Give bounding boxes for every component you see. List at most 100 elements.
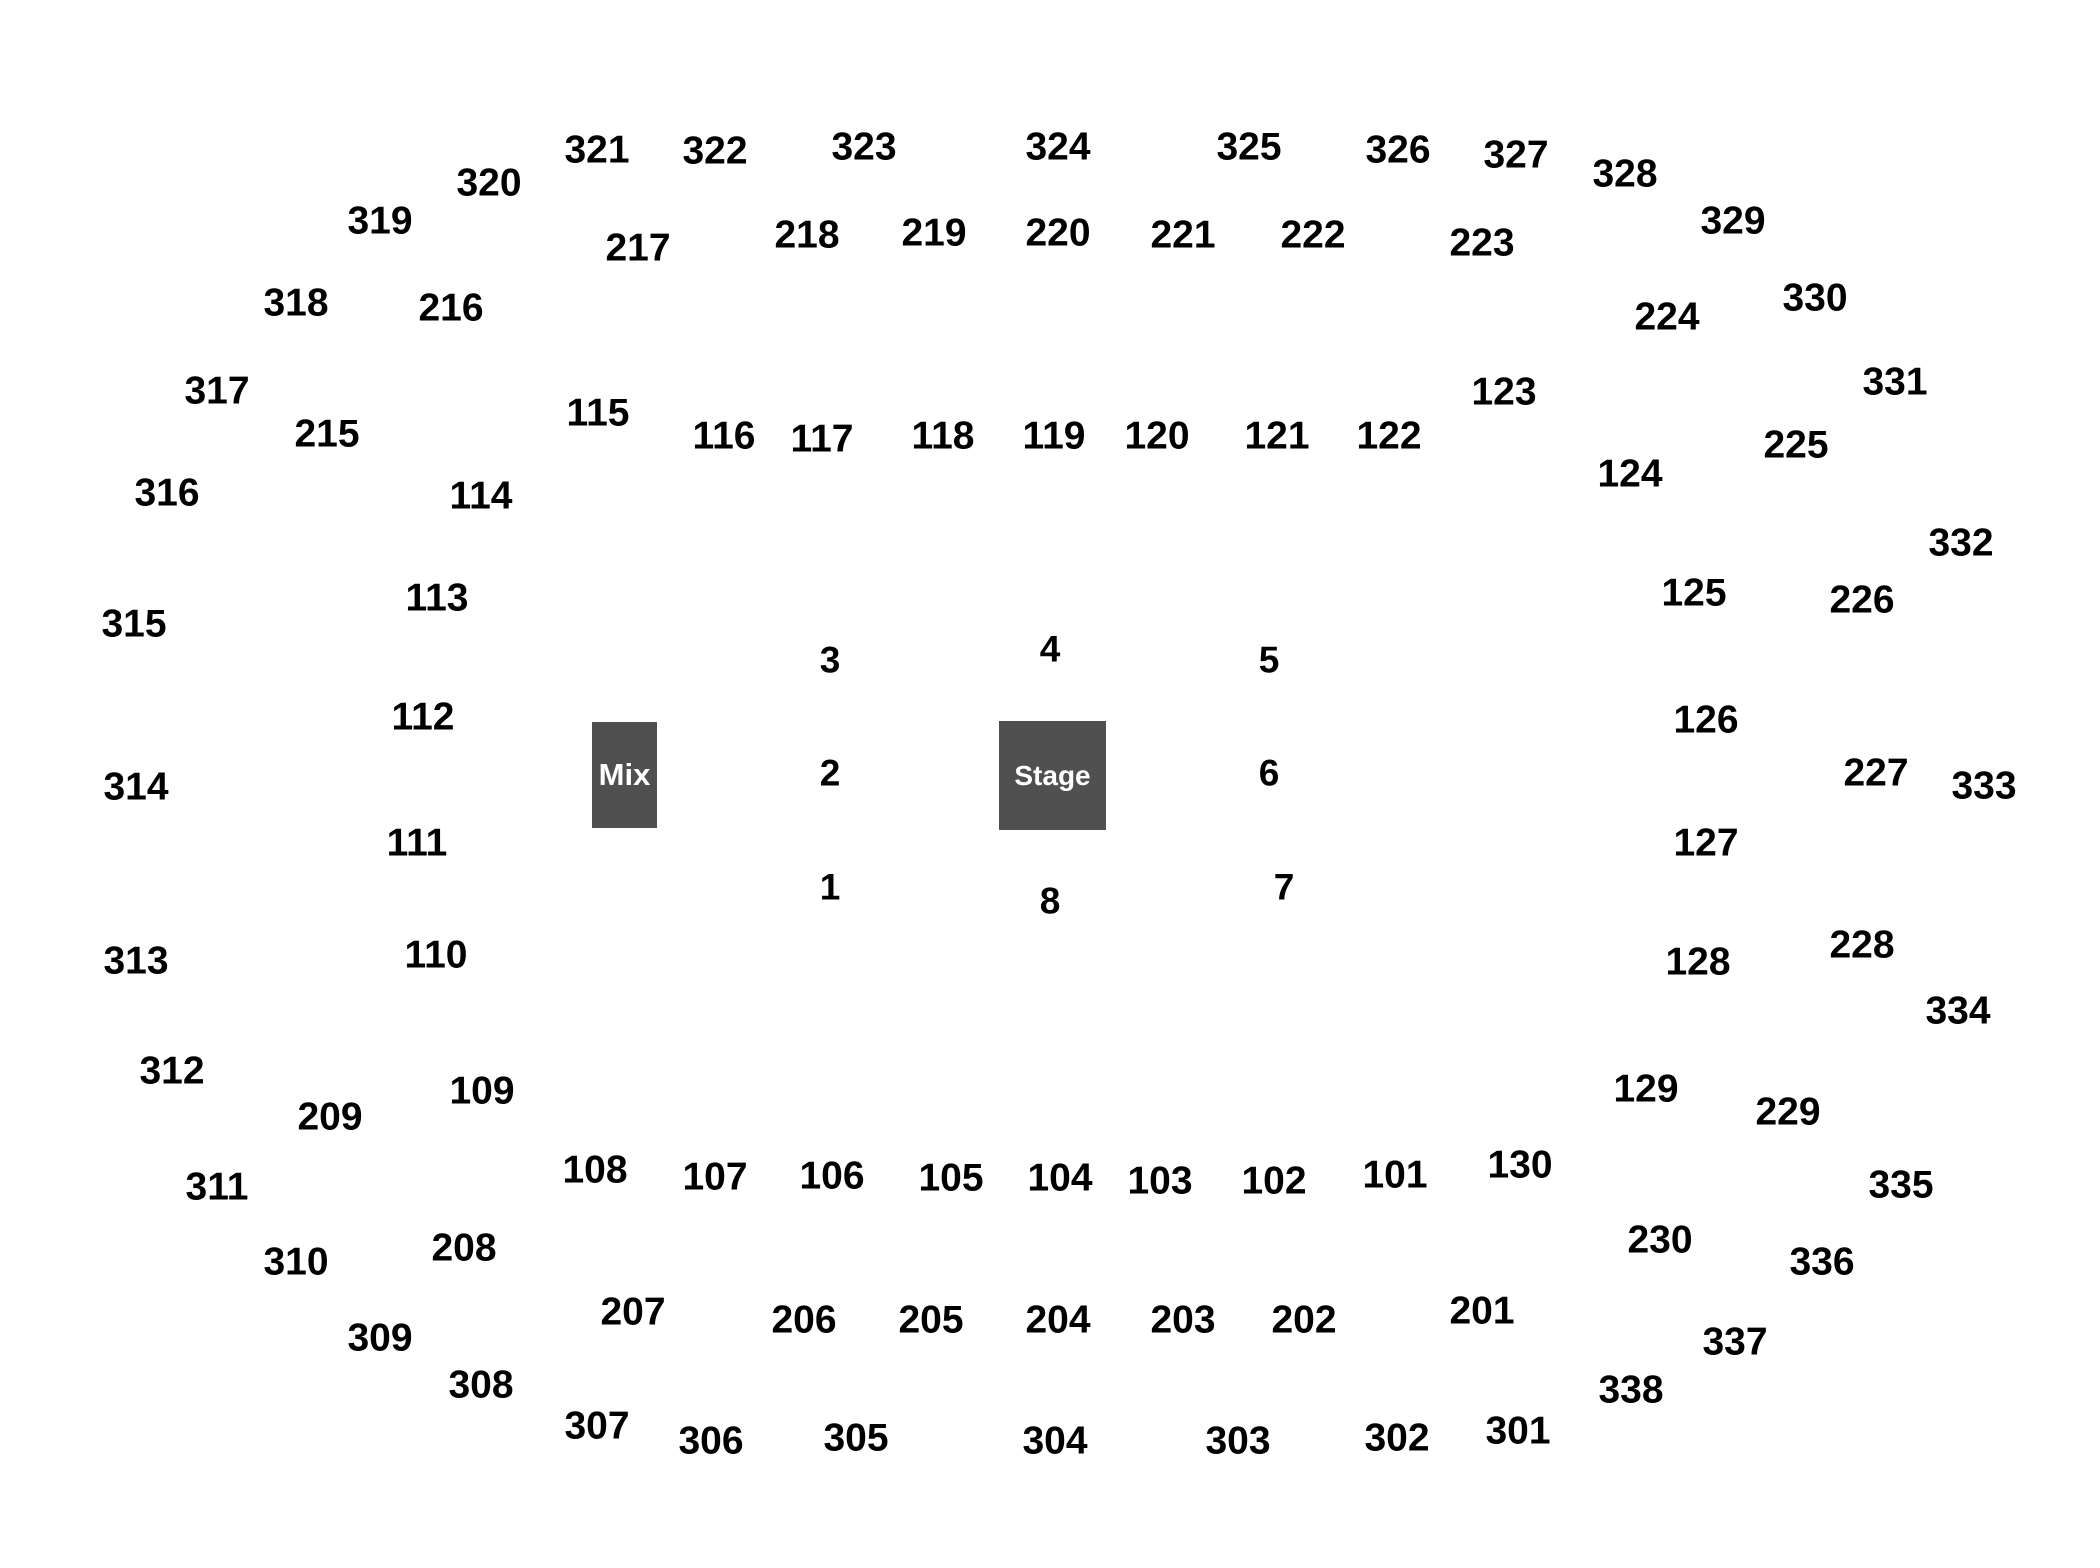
- section-1[interactable]: 1: [819, 866, 841, 908]
- section-122[interactable]: 122: [1356, 414, 1422, 458]
- section-334[interactable]: 334: [1925, 989, 1991, 1033]
- section-113[interactable]: 113: [405, 576, 469, 620]
- section-332[interactable]: 332: [1928, 521, 1994, 565]
- section-333[interactable]: 333: [1951, 764, 2017, 808]
- section-219[interactable]: 219: [901, 211, 967, 255]
- section-120[interactable]: 120: [1124, 414, 1190, 458]
- section-229[interactable]: 229: [1755, 1090, 1821, 1134]
- section-7[interactable]: 7: [1273, 866, 1295, 908]
- section-207[interactable]: 207: [600, 1290, 666, 1334]
- section-320[interactable]: 320: [456, 161, 522, 205]
- section-203[interactable]: 203: [1150, 1298, 1216, 1342]
- section-106[interactable]: 106: [799, 1154, 865, 1198]
- section-4[interactable]: 4: [1039, 628, 1061, 670]
- section-305[interactable]: 305: [823, 1416, 889, 1460]
- section-321[interactable]: 321: [564, 128, 630, 172]
- section-222[interactable]: 222: [1280, 213, 1346, 257]
- section-228[interactable]: 228: [1829, 923, 1895, 967]
- section-224[interactable]: 224: [1634, 295, 1700, 339]
- section-6[interactable]: 6: [1258, 752, 1280, 794]
- section-209[interactable]: 209: [297, 1095, 363, 1139]
- section-116[interactable]: 116: [692, 414, 756, 458]
- section-129[interactable]: 129: [1613, 1067, 1679, 1111]
- section-302[interactable]: 302: [1364, 1416, 1430, 1460]
- section-223[interactable]: 223: [1449, 221, 1515, 265]
- section-327[interactable]: 327: [1483, 133, 1549, 177]
- section-126[interactable]: 126: [1673, 698, 1739, 742]
- section-311[interactable]: 311: [185, 1165, 249, 1209]
- section-104[interactable]: 104: [1027, 1156, 1093, 1200]
- section-316[interactable]: 316: [134, 471, 200, 515]
- section-329[interactable]: 329: [1700, 199, 1766, 243]
- section-226[interactable]: 226: [1829, 578, 1895, 622]
- section-337[interactable]: 337: [1702, 1320, 1768, 1364]
- section-322[interactable]: 322: [682, 129, 748, 173]
- section-317[interactable]: 317: [184, 369, 250, 413]
- section-221[interactable]: 221: [1150, 213, 1216, 257]
- section-312[interactable]: 312: [139, 1049, 205, 1093]
- section-103[interactable]: 103: [1127, 1159, 1193, 1203]
- section-338[interactable]: 338: [1598, 1368, 1664, 1412]
- section-128[interactable]: 128: [1665, 940, 1731, 984]
- section-204[interactable]: 204: [1025, 1298, 1091, 1342]
- section-123[interactable]: 123: [1471, 370, 1537, 414]
- section-217[interactable]: 217: [605, 226, 671, 270]
- section-230[interactable]: 230: [1627, 1218, 1693, 1262]
- section-118[interactable]: 118: [911, 414, 975, 458]
- section-215[interactable]: 215: [294, 412, 360, 456]
- section-110[interactable]: 110: [404, 933, 468, 977]
- section-3[interactable]: 3: [819, 639, 841, 681]
- section-105[interactable]: 105: [918, 1156, 984, 1200]
- section-208[interactable]: 208: [431, 1226, 497, 1270]
- section-325[interactable]: 325: [1216, 125, 1282, 169]
- section-307[interactable]: 307: [564, 1404, 630, 1448]
- section-202[interactable]: 202: [1271, 1298, 1337, 1342]
- section-318[interactable]: 318: [263, 281, 329, 325]
- section-218[interactable]: 218: [774, 213, 840, 257]
- section-306[interactable]: 306: [678, 1419, 744, 1463]
- section-2[interactable]: 2: [819, 752, 841, 794]
- section-315[interactable]: 315: [101, 602, 167, 646]
- section-119[interactable]: 119: [1022, 414, 1086, 458]
- section-201[interactable]: 201: [1449, 1289, 1515, 1333]
- section-301[interactable]: 301: [1485, 1409, 1551, 1453]
- section-308[interactable]: 308: [448, 1363, 514, 1407]
- section-326[interactable]: 326: [1365, 128, 1431, 172]
- section-205[interactable]: 205: [898, 1298, 964, 1342]
- section-112[interactable]: 112: [391, 695, 455, 739]
- section-323[interactable]: 323: [831, 125, 897, 169]
- section-108[interactable]: 108: [562, 1148, 628, 1192]
- section-324[interactable]: 324: [1025, 125, 1091, 169]
- section-117[interactable]: 117: [790, 417, 854, 461]
- section-206[interactable]: 206: [771, 1298, 837, 1342]
- section-328[interactable]: 328: [1592, 152, 1658, 196]
- section-309[interactable]: 309: [347, 1316, 413, 1360]
- section-331[interactable]: 331: [1862, 360, 1928, 404]
- section-107[interactable]: 107: [682, 1155, 748, 1199]
- section-313[interactable]: 313: [103, 939, 169, 983]
- section-121[interactable]: 121: [1244, 414, 1310, 458]
- section-227[interactable]: 227: [1843, 751, 1909, 795]
- section-310[interactable]: 310: [263, 1240, 329, 1284]
- section-216[interactable]: 216: [418, 286, 484, 330]
- section-101[interactable]: 101: [1362, 1153, 1428, 1197]
- section-114[interactable]: 114: [449, 474, 513, 518]
- section-125[interactable]: 125: [1661, 571, 1727, 615]
- section-127[interactable]: 127: [1673, 821, 1739, 865]
- section-109[interactable]: 109: [449, 1069, 515, 1113]
- section-115[interactable]: 115: [566, 391, 630, 435]
- section-336[interactable]: 336: [1789, 1240, 1855, 1284]
- section-303[interactable]: 303: [1205, 1419, 1271, 1463]
- section-335[interactable]: 335: [1868, 1163, 1934, 1207]
- section-8[interactable]: 8: [1039, 880, 1061, 922]
- section-124[interactable]: 124: [1597, 452, 1663, 496]
- section-130[interactable]: 130: [1487, 1143, 1553, 1187]
- section-5[interactable]: 5: [1258, 639, 1280, 681]
- section-319[interactable]: 319: [347, 199, 413, 243]
- section-111[interactable]: 111: [386, 821, 448, 865]
- section-225[interactable]: 225: [1763, 423, 1829, 467]
- section-330[interactable]: 330: [1782, 276, 1848, 320]
- section-220[interactable]: 220: [1025, 211, 1091, 255]
- section-102[interactable]: 102: [1241, 1159, 1307, 1203]
- section-314[interactable]: 314: [103, 765, 169, 809]
